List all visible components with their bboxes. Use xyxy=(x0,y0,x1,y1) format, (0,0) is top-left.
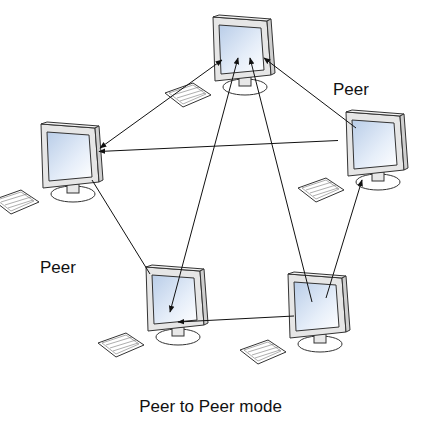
peer-label: Peer xyxy=(40,258,76,278)
computer-icon xyxy=(98,265,208,357)
peer-computer: Peer xyxy=(338,108,404,170)
link-line xyxy=(92,180,150,274)
link-arrow xyxy=(100,60,222,148)
figure-caption: Peer to Peer mode xyxy=(0,397,421,417)
peer-computer: Peer xyxy=(33,122,99,184)
computer-icon xyxy=(0,122,103,214)
link-arrow xyxy=(326,180,362,298)
link-arrow xyxy=(99,141,338,152)
computer-icon xyxy=(298,110,408,202)
link-arrow xyxy=(250,58,312,302)
link-arrow xyxy=(170,58,238,312)
peer-label: Peer xyxy=(333,80,369,100)
link-arrow xyxy=(178,316,294,322)
